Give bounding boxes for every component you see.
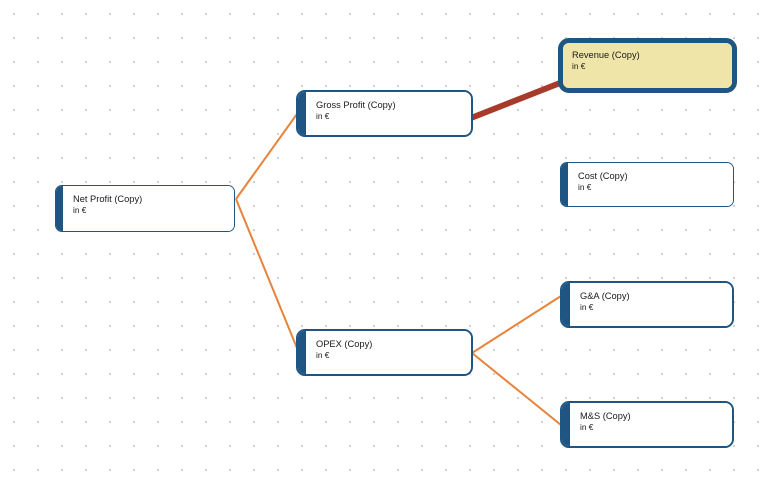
edge-gross-profit-to-revenue[interactable] — [469, 80, 562, 121]
node-subtitle: in € — [73, 205, 87, 215]
node-accent-bar — [561, 163, 568, 206]
node-accent-bar — [562, 283, 570, 326]
node-ms[interactable]: M&S (Copy)in € — [560, 401, 734, 448]
node-body: Cost (Copy)in € — [568, 163, 733, 206]
node-title: Net Profit (Copy) — [73, 194, 143, 204]
node-body: Net Profit (Copy)in € — [63, 186, 234, 231]
node-gross-profit[interactable]: Gross Profit (Copy)in € — [296, 90, 473, 137]
node-opex[interactable]: OPEX (Copy)in € — [296, 329, 473, 376]
node-subtitle: in € — [580, 422, 594, 432]
node-title: Gross Profit (Copy) — [316, 100, 396, 110]
node-subtitle: in € — [316, 111, 330, 121]
edge-net-profit-to-gross-profit[interactable] — [235, 113, 298, 200]
node-subtitle: in € — [316, 350, 330, 360]
node-body: Revenue (Copy)in € — [563, 43, 732, 88]
node-body: M&S (Copy)in € — [570, 403, 732, 446]
node-body: Gross Profit (Copy)in € — [306, 92, 471, 135]
node-accent-bar — [56, 186, 63, 231]
node-subtitle: in € — [572, 61, 586, 71]
node-title: Revenue (Copy) — [572, 50, 640, 60]
node-title: OPEX (Copy) — [316, 339, 373, 349]
node-title: Cost (Copy) — [578, 171, 628, 181]
node-title: G&A (Copy) — [580, 291, 630, 301]
edge-net-profit-to-opex[interactable] — [235, 198, 300, 354]
node-subtitle: in € — [580, 302, 594, 312]
node-ga[interactable]: G&A (Copy)in € — [560, 281, 734, 328]
node-body: OPEX (Copy)in € — [306, 331, 471, 374]
node-subtitle: in € — [578, 182, 592, 192]
node-title: M&S (Copy) — [580, 411, 631, 421]
node-net-profit[interactable]: Net Profit (Copy)in € — [55, 185, 235, 232]
node-body: G&A (Copy)in € — [570, 283, 732, 326]
edge-opex-to-ms[interactable] — [471, 352, 562, 426]
edge-opex-to-ga[interactable] — [471, 295, 562, 354]
node-accent-bar — [298, 92, 306, 135]
node-revenue[interactable]: Revenue (Copy)in € — [558, 38, 737, 93]
node-cost[interactable]: Cost (Copy)in € — [560, 162, 734, 207]
node-accent-bar — [298, 331, 306, 374]
node-accent-bar — [562, 403, 570, 446]
